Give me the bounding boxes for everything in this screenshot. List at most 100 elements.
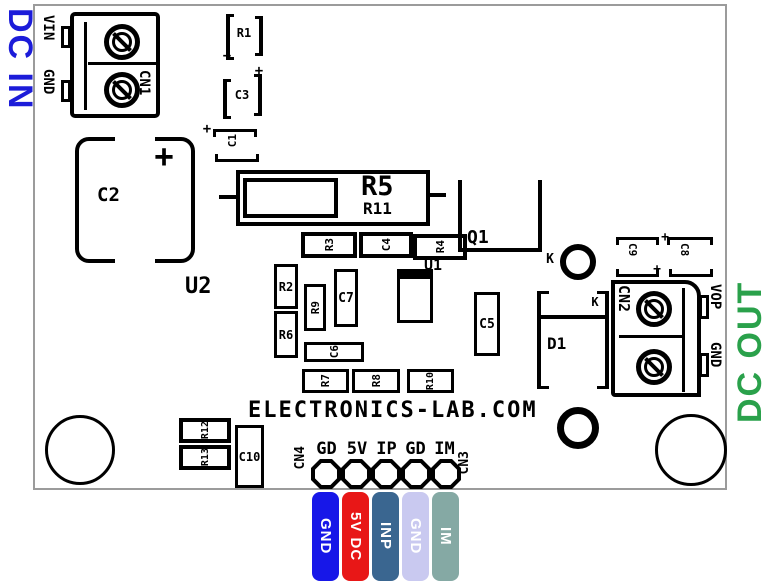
u2-refdes: U2 xyxy=(185,274,212,299)
r5-refdes: R5 xyxy=(361,171,394,202)
cn1-pad-gnd xyxy=(61,80,71,102)
cn2-divider xyxy=(619,335,683,338)
tag-inp: INP xyxy=(372,492,399,581)
tag-gnd-2: GND xyxy=(402,492,429,581)
r6-outline: R6 xyxy=(274,311,298,358)
r12-refdes: R12 xyxy=(199,421,211,440)
cn2-inner-line xyxy=(682,288,685,392)
tag-5v-dc: 5V DC xyxy=(342,492,369,581)
r9-refdes: R9 xyxy=(308,300,322,315)
c9-outline-top xyxy=(616,237,659,245)
c1-refdes: C1 xyxy=(226,134,239,148)
r5-body xyxy=(243,178,338,218)
mounting-hole-right xyxy=(655,414,727,486)
mounting-hole-left xyxy=(45,415,115,485)
r13-outline: R13 xyxy=(179,445,231,470)
r6-refdes: R6 xyxy=(278,327,294,342)
r1-outline-right xyxy=(255,16,263,56)
cn2-refdes: CN2 xyxy=(615,285,633,313)
tag-gnd-1: GND xyxy=(312,492,339,581)
via-ring-bottom xyxy=(557,407,599,449)
via-ring-top xyxy=(560,244,596,280)
tag-im: IM xyxy=(432,492,459,581)
c9-polarity-mark: + xyxy=(653,261,661,277)
c1-outline-top xyxy=(213,129,257,137)
c10-outline: C10 xyxy=(235,425,264,488)
r1-refdes: R1 xyxy=(236,26,252,40)
header-pad-3 xyxy=(371,459,401,489)
d1-outline-left xyxy=(537,291,549,389)
cn1-pad-vin xyxy=(61,26,71,48)
header-pad-4 xyxy=(401,459,431,489)
c4-outline: C4 xyxy=(359,232,413,258)
cn2-screw-1 xyxy=(636,291,672,327)
c2-outline-gap-top xyxy=(115,133,155,145)
vin-pin-label: VIN xyxy=(40,15,56,41)
vop-pin-label: VOP xyxy=(707,284,723,310)
r3-refdes: R3 xyxy=(322,238,336,252)
gnd-in-pin-label: GND xyxy=(40,69,56,95)
r2-refdes: R2 xyxy=(278,279,294,294)
r5-lead-right xyxy=(429,193,446,197)
via-cathode-mark: K xyxy=(546,251,554,267)
c2-polarity-mark: + xyxy=(154,137,174,175)
c7-refdes: C7 xyxy=(338,290,354,306)
r13-refdes: R13 xyxy=(199,448,211,467)
r10-refdes: R10 xyxy=(425,371,436,391)
header-pin-label-ip: IP xyxy=(376,439,397,459)
dc-out-label: DC OUT xyxy=(731,280,768,423)
header-pad-2 xyxy=(341,459,371,489)
r5-lead-left xyxy=(219,195,237,199)
tag-5v-dc-label: 5V DC xyxy=(347,511,364,562)
c3-outline-left xyxy=(223,79,231,119)
dc-in-label: DC IN xyxy=(1,8,39,111)
cn4-refdes: CN4 xyxy=(293,446,308,470)
tag-inp-label: INP xyxy=(377,522,394,551)
cn1-divider xyxy=(88,62,156,65)
r10-outline: R10 xyxy=(407,369,454,393)
c4-refdes: C4 xyxy=(379,238,393,252)
tag-gnd-1-label: GND xyxy=(317,518,334,555)
r1-polarity-mark: + xyxy=(222,48,232,64)
r7-outline: R7 xyxy=(302,369,349,393)
r2-outline: R2 xyxy=(274,264,298,309)
cn2-pad-gnd xyxy=(699,353,709,377)
c5-refdes: C5 xyxy=(479,316,495,332)
c6-outline: C6 xyxy=(304,342,364,362)
d1-refdes: D1 xyxy=(547,334,567,353)
c9-refdes: C9 xyxy=(626,243,639,257)
c2-refdes: C2 xyxy=(97,184,120,206)
d1-cathode-mark: K xyxy=(591,295,599,309)
header-pad-1 xyxy=(311,459,341,489)
header-pin-label-im: IM xyxy=(434,439,455,459)
c3-polarity-mark: + xyxy=(254,63,264,79)
d1-outline-right xyxy=(597,291,609,389)
c2-outline-gap-bottom xyxy=(115,255,155,267)
r8-refdes: R8 xyxy=(369,374,383,388)
r4-refdes: R4 xyxy=(433,240,447,254)
cn1-screw-1 xyxy=(104,24,140,60)
brand-text: ELECTRONICS-LAB.COM xyxy=(248,398,538,423)
r3-outline: R3 xyxy=(301,232,357,258)
r1-outline-left xyxy=(226,14,234,60)
cn1-screw-2 xyxy=(104,72,140,108)
r9-outline: R9 xyxy=(304,284,326,331)
header-pad-5 xyxy=(431,459,461,489)
header-pin-label-gd2: GD xyxy=(405,439,426,459)
gnd-out-pin-label: GND xyxy=(707,342,723,368)
tag-im-label: IM xyxy=(437,527,454,546)
u1-pin1-bar xyxy=(400,272,430,279)
cn1-refdes: CN1 xyxy=(136,70,152,96)
c8-outline-top xyxy=(667,237,713,245)
c3-refdes: C3 xyxy=(234,88,250,102)
d1-cathode-band xyxy=(541,315,605,319)
c1-polarity-mark: + xyxy=(202,121,212,137)
r7-refdes: R7 xyxy=(319,374,332,388)
c5-outline: C5 xyxy=(474,292,500,356)
cn2-pad-vop xyxy=(699,295,709,319)
c3-outline-right xyxy=(254,74,262,116)
c8-outline-bottom xyxy=(669,269,713,277)
c6-refdes: C6 xyxy=(327,345,341,359)
c8-polarity-mark: + xyxy=(661,229,669,245)
